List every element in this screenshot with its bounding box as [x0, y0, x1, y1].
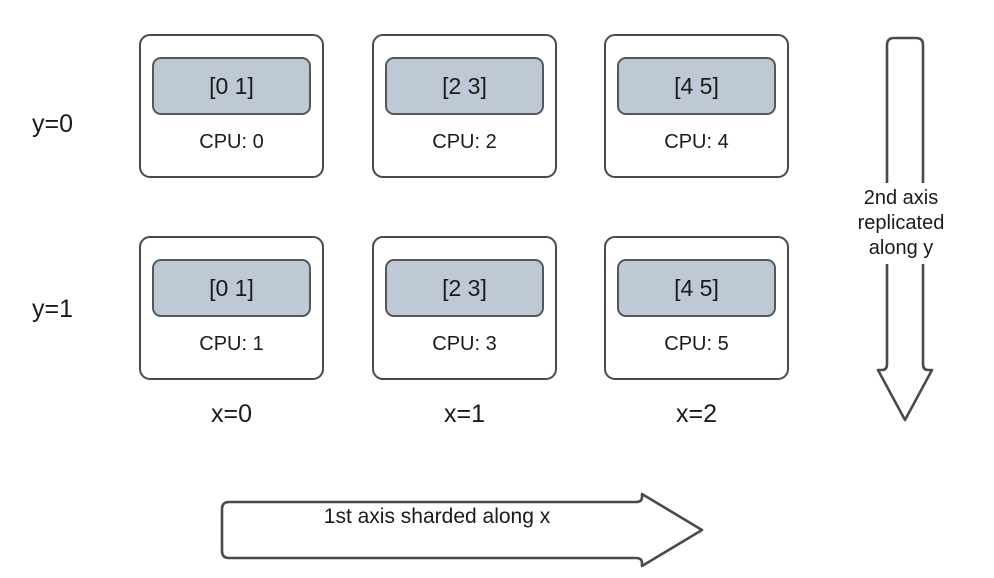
vertical-arrow-caption: 2nd axis replicated along y — [845, 183, 957, 264]
col-label-x2: x=2 — [675, 400, 717, 428]
row-label-y1: y=1 — [32, 295, 74, 323]
shard-chip: [2 3] — [385, 259, 544, 317]
cpu-label: CPU: 5 — [664, 333, 729, 355]
cpu-label: CPU: 1 — [199, 333, 264, 355]
device-card: [2 3] CPU: 2 — [372, 34, 557, 178]
cpu-label: CPU: 3 — [432, 333, 497, 355]
col-label-x1: x=1 — [443, 400, 485, 428]
shard-chip: [4 5] — [617, 57, 776, 115]
cpu-label: CPU: 2 — [432, 131, 497, 153]
device-card: [0 1] CPU: 0 — [139, 34, 324, 178]
col-label-x0: x=0 — [210, 400, 252, 428]
horizontal-arrow-caption: 1st axis sharded along x — [323, 505, 551, 528]
device-card: [0 1] CPU: 1 — [139, 236, 324, 380]
horizontal-arrow-icon — [220, 492, 704, 568]
shard-chip: [2 3] — [385, 57, 544, 115]
device-card: [2 3] CPU: 3 — [372, 236, 557, 380]
cpu-label: CPU: 4 — [664, 131, 729, 153]
device-card: [4 5] CPU: 4 — [604, 34, 789, 178]
shard-chip: [4 5] — [617, 259, 776, 317]
cpu-label: CPU: 0 — [199, 131, 264, 153]
shard-chip: [0 1] — [152, 57, 311, 115]
row-label-y0: y=0 — [32, 110, 74, 138]
shard-chip: [0 1] — [152, 259, 311, 317]
device-card: [4 5] CPU: 5 — [604, 236, 789, 380]
